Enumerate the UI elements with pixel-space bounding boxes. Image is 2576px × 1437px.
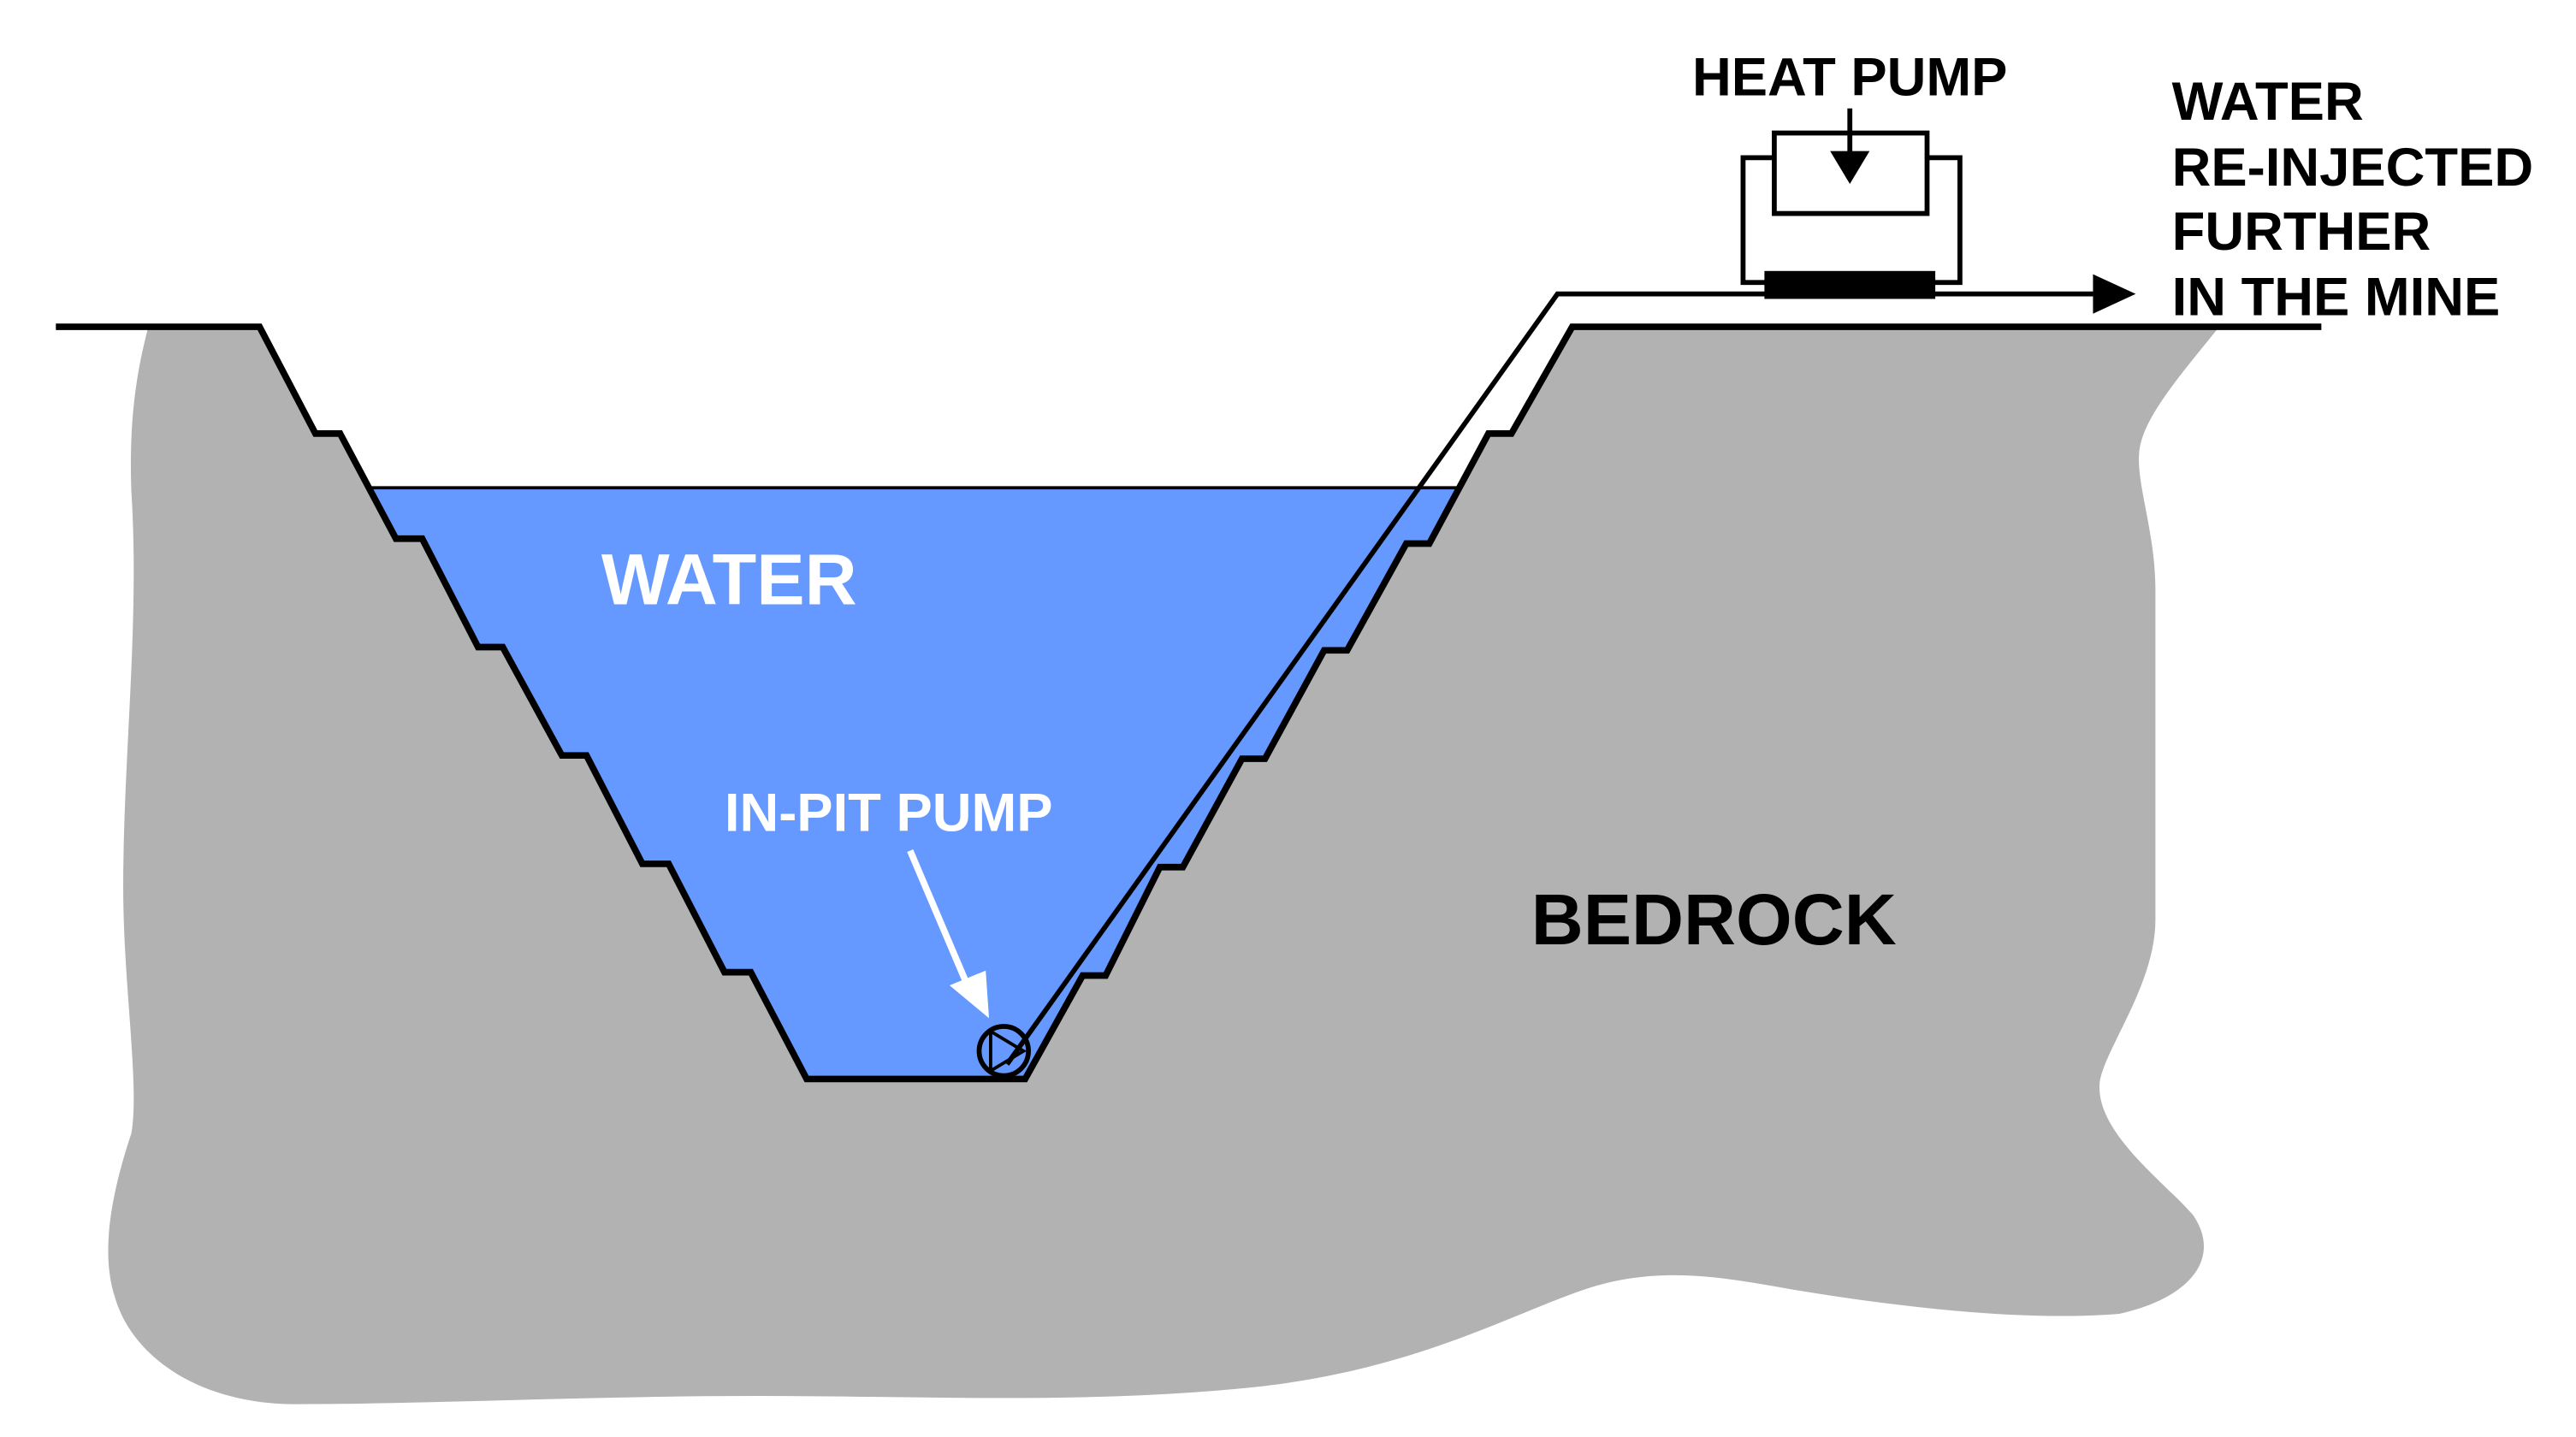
water-label: WATER [601,540,857,620]
outlet-label-line-4: IN THE MINE [2172,268,2501,328]
outlet-label-line-3: FURTHER [2172,202,2431,262]
in-pit-pump-icon [976,1024,1031,1079]
pump-pointer-arrowhead [949,970,990,1019]
bedrock-label: BEDROCK [1531,879,1897,960]
outlet-label-line-2: RE-INJECTED [2172,138,2533,198]
pipe-arrowhead [2093,274,2136,314]
outlet-label-line-1: WATER [2172,72,2364,132]
bedrock-mass [108,328,2218,1404]
pump-pointer-shaft [907,849,969,984]
in-pit-pump-label: IN-PIT PUMP [725,784,1053,843]
ground-and-pit-outline [56,323,2322,1083]
heat-pump-pointer-arrowhead [1830,151,1870,185]
heat-pump-label: HEAT PUMP [1692,47,2007,107]
heat-exchanger [1764,270,1936,299]
pit-water [370,488,1458,1079]
in-pit-pump-icon-triangle [989,1028,1027,1074]
